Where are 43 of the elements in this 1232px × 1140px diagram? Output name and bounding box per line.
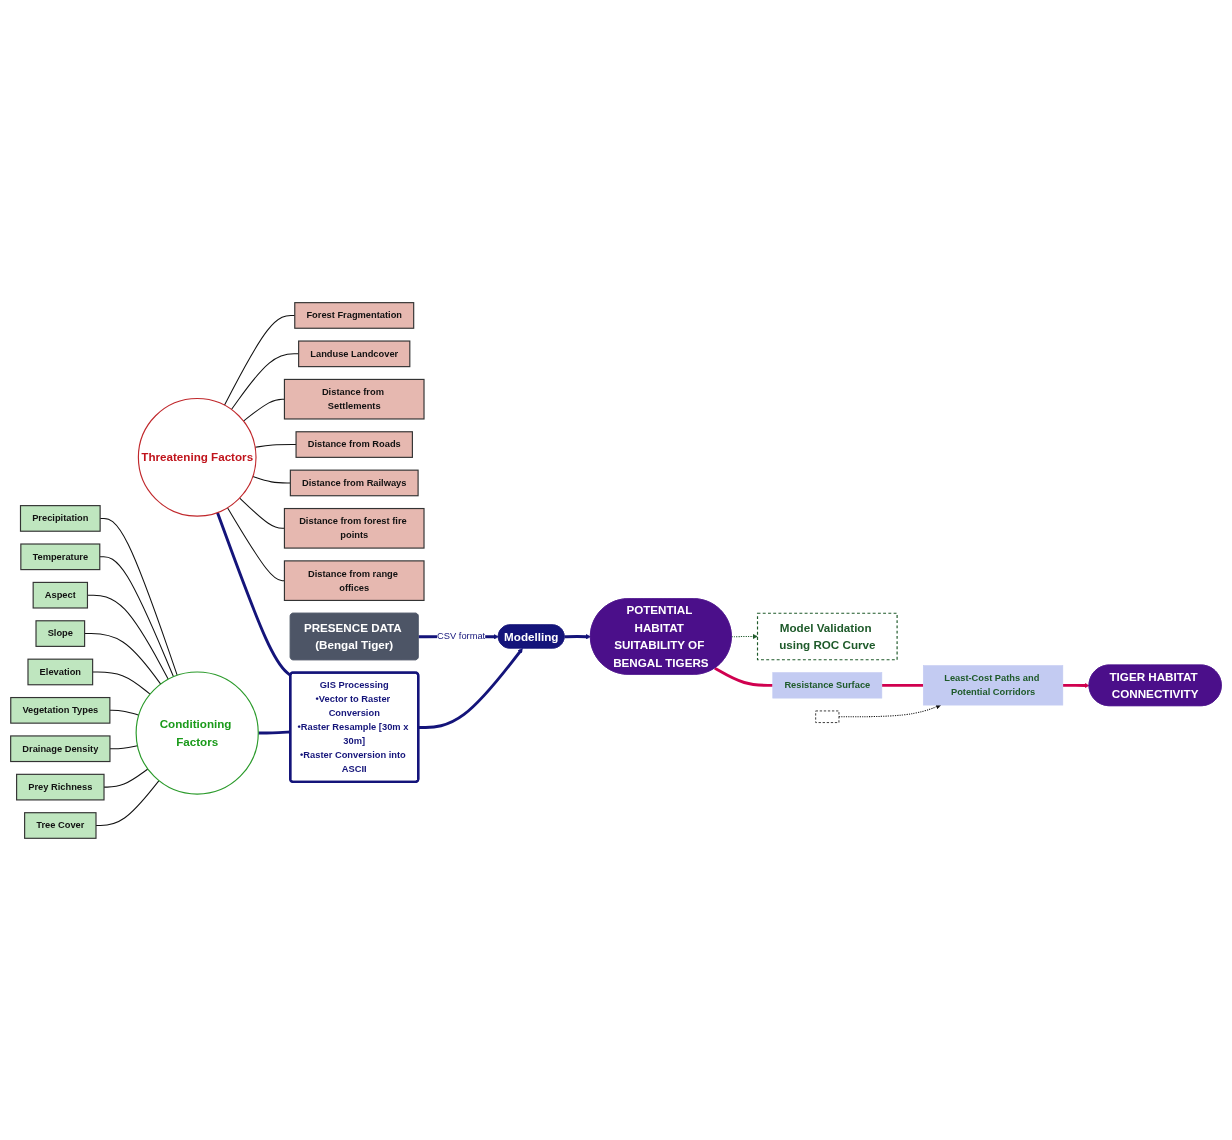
connector (227, 506, 285, 581)
node-box: Vegetation Types (10, 696, 111, 724)
node-box: Elevation (27, 658, 94, 685)
node-box: Drainage Density (10, 734, 111, 762)
connector (99, 517, 178, 676)
node-box: Prey Richness (16, 773, 105, 800)
connector (99, 555, 175, 677)
node-box (815, 710, 840, 723)
node-box: Forest Fragmentation (294, 301, 415, 329)
connector (242, 398, 285, 422)
node-box: Distance from range offices (283, 559, 425, 601)
node-box: Temperature (20, 542, 101, 570)
node-circle: Threatening Factors (137, 397, 257, 517)
node-box: Aspect (32, 581, 89, 609)
arrow (731, 633, 758, 639)
node-box: Least-Cost Paths and Potential Corridors (923, 664, 1064, 705)
connector (216, 511, 292, 677)
node-box: Model Validation using ROC Curve (756, 612, 898, 660)
connector (714, 666, 773, 687)
edge-label: CSV format (437, 630, 486, 641)
node-box: Precipitation (19, 504, 101, 532)
node-box: Distance from forest fire points (283, 507, 425, 549)
arrow (838, 703, 942, 717)
connector (92, 670, 151, 695)
arrow (564, 633, 591, 639)
connector (258, 730, 291, 734)
connector (254, 443, 297, 448)
node-box: Resistance Surface (772, 671, 883, 698)
node-box: Landuse Landcover (298, 339, 411, 367)
connector (84, 632, 162, 685)
connector (252, 475, 291, 483)
node-box: Tree Cover (24, 811, 97, 839)
node-box: Distance from Settlements (283, 378, 425, 420)
connector (109, 744, 138, 749)
arrow (418, 647, 523, 729)
node-box: Slope (35, 619, 86, 647)
connector (239, 497, 285, 529)
arrow (1062, 682, 1090, 688)
node-circle: Conditioning Factors (135, 670, 259, 795)
connector (109, 709, 140, 716)
node-box: Distance from Railways (289, 469, 419, 496)
node-box: Distance from Roads (295, 430, 413, 458)
connector (881, 683, 924, 687)
